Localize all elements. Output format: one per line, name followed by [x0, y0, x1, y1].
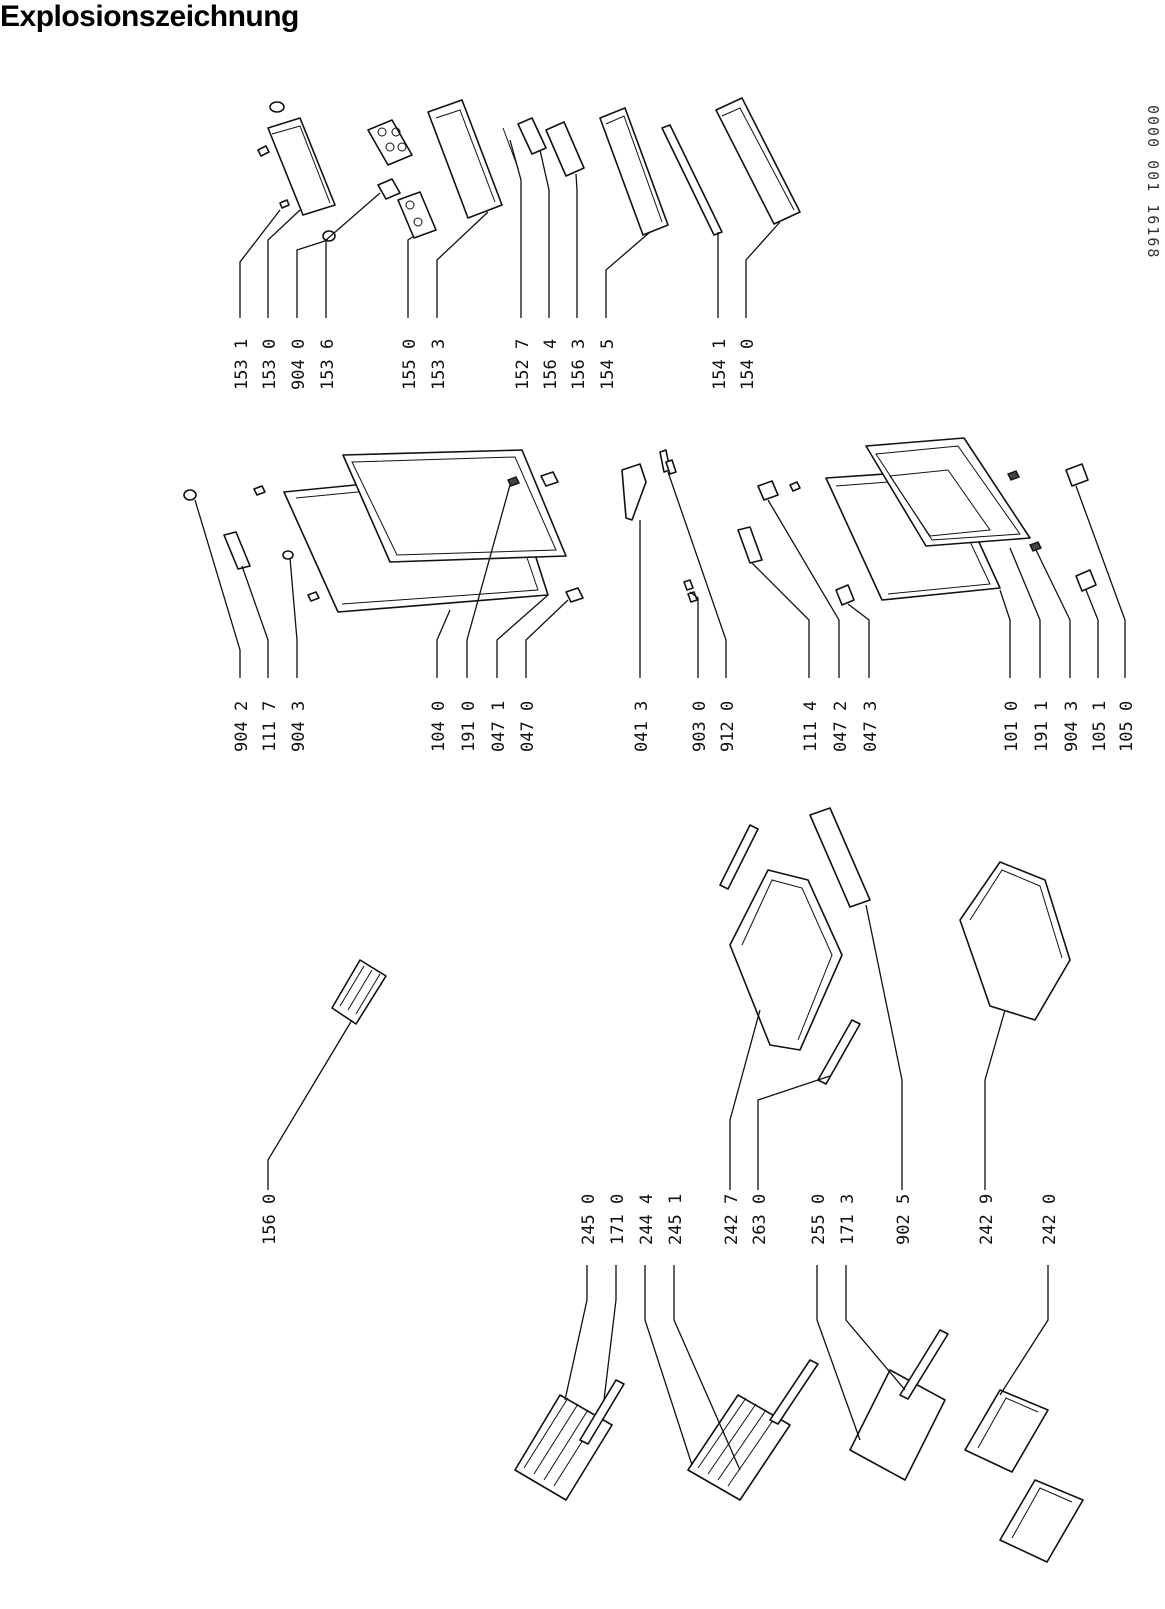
part-label: 902 5 — [894, 1194, 914, 1245]
part-label: 153 0 — [260, 339, 280, 390]
part-label: 904 3 — [1062, 701, 1082, 752]
part-label: 154 0 — [738, 339, 758, 390]
part-label: 105 1 — [1090, 701, 1110, 752]
part-glass-plate-255-0 — [849, 1369, 946, 1481]
part-label: 111 4 — [801, 701, 821, 752]
part-label: 171 0 — [608, 1194, 628, 1245]
part-label: 047 0 — [518, 701, 538, 752]
part-label: 156 4 — [541, 339, 561, 390]
part-label: 101 0 — [1002, 701, 1022, 752]
part-label: 105 0 — [1117, 701, 1137, 752]
part-label: 153 6 — [318, 339, 338, 390]
part-label: 047 2 — [831, 701, 851, 752]
freezer-baskets-group — [514, 1329, 1084, 1563]
part-label: 156 3 — [569, 339, 589, 390]
part-label: 171 3 — [838, 1194, 858, 1245]
part-wire-shelf-245-0 — [514, 1394, 613, 1501]
part-label: 263 0 — [750, 1194, 770, 1245]
door-upper-group — [183, 449, 584, 613]
part-label: 904 3 — [289, 701, 309, 752]
part-retaining-bar — [661, 124, 723, 236]
part-label: 904 2 — [232, 701, 252, 752]
part-label: 242 9 — [977, 1194, 997, 1245]
part-label: 111 7 — [260, 701, 280, 752]
part-label: 155 0 — [400, 339, 420, 390]
part-label: 903 0 — [690, 701, 710, 752]
part-label: 242 0 — [1040, 1194, 1060, 1245]
crisper-group — [331, 807, 1071, 1085]
hinge-group — [621, 449, 698, 603]
part-label: 153 3 — [429, 339, 449, 390]
part-label: 191 1 — [1032, 701, 1052, 752]
part-label: 154 1 — [710, 339, 730, 390]
part-label: 912 0 — [718, 701, 738, 752]
part-door-shelf-154-0 — [715, 97, 801, 225]
part-label: 255 0 — [809, 1194, 829, 1245]
part-door-shelf-153 — [427, 99, 503, 219]
part-label: 191 0 — [459, 701, 479, 752]
part-label: 047 1 — [489, 701, 509, 752]
page-title: Explosionszeichnung — [0, 0, 299, 33]
part-label: 154 5 — [598, 339, 618, 390]
part-label: 047 3 — [861, 701, 881, 752]
part-butter-compartment — [257, 101, 336, 242]
part-label: 245 0 — [579, 1194, 599, 1245]
part-door-shelf-154-5 — [599, 107, 669, 236]
part-label: 245 1 — [666, 1194, 686, 1245]
part-label: 904 0 — [289, 339, 309, 390]
part-small-compartments — [502, 117, 585, 177]
part-egg-tray — [367, 119, 437, 239]
part-freezer-basket-242-0 — [964, 1389, 1049, 1473]
part-label: 152 7 — [513, 339, 533, 390]
part-label: 153 1 — [232, 339, 252, 390]
door-shelf-group — [257, 97, 801, 242]
part-label: 104 0 — [429, 701, 449, 752]
leader-lines — [194, 139, 1126, 1471]
part-label: 041 3 — [632, 701, 652, 752]
part-label: 242 7 — [722, 1194, 742, 1245]
part-label: 244 4 — [637, 1194, 657, 1245]
part-label: 156 0 — [260, 1194, 280, 1245]
part-wire-shelf-245-1 — [687, 1394, 791, 1501]
part-labels: 153 1 153 0 904 0 153 6 155 0 153 3 152 … — [232, 339, 1137, 1245]
door-lower-group — [737, 437, 1097, 606]
